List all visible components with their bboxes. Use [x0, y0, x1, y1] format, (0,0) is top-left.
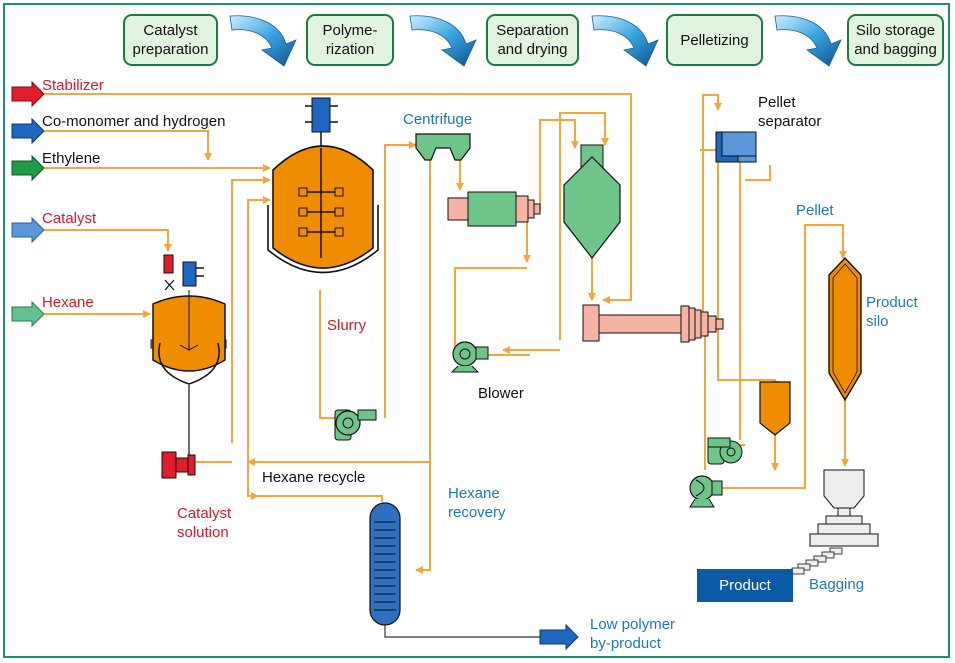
- stage-label: Catalyst preparation: [132, 22, 209, 58]
- comonomer-input-arrow-icon: [11, 117, 45, 145]
- hexane-recovery-column: [369, 502, 540, 638]
- hexane-recycle-label: Hexane recycle: [262, 469, 366, 486]
- hexane-recovery-label: Hexane recovery: [448, 485, 506, 521]
- feed-lines: [44, 93, 849, 574]
- slurry-label: Slurry: [327, 317, 367, 334]
- polymerization-reactor: [267, 97, 379, 274]
- stage-arrow-icon: [229, 15, 297, 67]
- stage-arrow-icon: [774, 15, 842, 67]
- pellet-label: Pellet: [796, 202, 834, 219]
- hexane-input-arrow-icon: [11, 300, 45, 328]
- stage-catalyst-preparation: Catalyst preparation: [123, 14, 218, 66]
- stage-label: Pelletizing: [680, 31, 749, 49]
- slurry-pump-icon: [334, 409, 377, 441]
- stage-arrow-icon: [409, 15, 477, 67]
- pellet-separator-icon: [715, 131, 757, 163]
- blower-icon: [450, 341, 489, 373]
- stage-label: Separation and drying: [496, 22, 569, 58]
- bagging-machine: [791, 469, 879, 575]
- stage-pelletizing: Pelletizing: [666, 14, 763, 66]
- pellet-water-pump-icon: [707, 437, 743, 465]
- comonomer-label: Co-monomer and hydrogen: [42, 113, 226, 130]
- ethylene-input-arrow-icon: [11, 154, 45, 182]
- low-polymer-output-arrow-icon: [539, 623, 579, 651]
- stage-label: Silo storage and bagging: [854, 22, 937, 58]
- blower-label: Blower: [478, 385, 524, 402]
- catalyst-prep-vessel: [150, 254, 227, 455]
- stage-silo-bagging: Silo storage and bagging: [847, 14, 944, 66]
- diagram-frame: [3, 3, 950, 658]
- stage-label: Polyme- rization: [322, 22, 378, 58]
- product-silo-label: Product silo: [866, 294, 918, 330]
- product-label: Product: [719, 577, 771, 594]
- extruder: [582, 304, 724, 343]
- stabilizer-input-arrow-icon: [11, 80, 45, 108]
- catalyst-label: Catalyst: [42, 210, 97, 227]
- rotary-dryer: [447, 191, 541, 227]
- product-silo: [828, 256, 862, 402]
- product-box: Product: [697, 569, 793, 602]
- pellet-separator-label: Pellet separator: [758, 94, 822, 130]
- pellet-hopper: [759, 381, 791, 436]
- centrifuge-icon: [415, 133, 471, 161]
- catalyst-pump-icon: [161, 451, 196, 479]
- stage-separation-drying: Separation and drying: [486, 14, 579, 66]
- catalyst-input-arrow-icon: [11, 216, 45, 244]
- ethylene-label: Ethylene: [42, 150, 101, 167]
- stage-polymerization: Polyme- rization: [306, 14, 394, 66]
- centrifuge-label: Centrifuge: [403, 111, 473, 128]
- pellet-blower-icon: [689, 475, 723, 508]
- low-polymer-label: Low polymer by-product: [590, 616, 676, 652]
- stabilizer-label: Stabilizer: [42, 77, 104, 94]
- bagging-label: Bagging: [809, 576, 865, 593]
- catalyst-solution-label: Catalyst solution: [177, 505, 232, 541]
- cyclone-separator: [563, 144, 621, 259]
- hexane-label: Hexane: [42, 294, 94, 311]
- stage-arrow-icon: [591, 15, 659, 67]
